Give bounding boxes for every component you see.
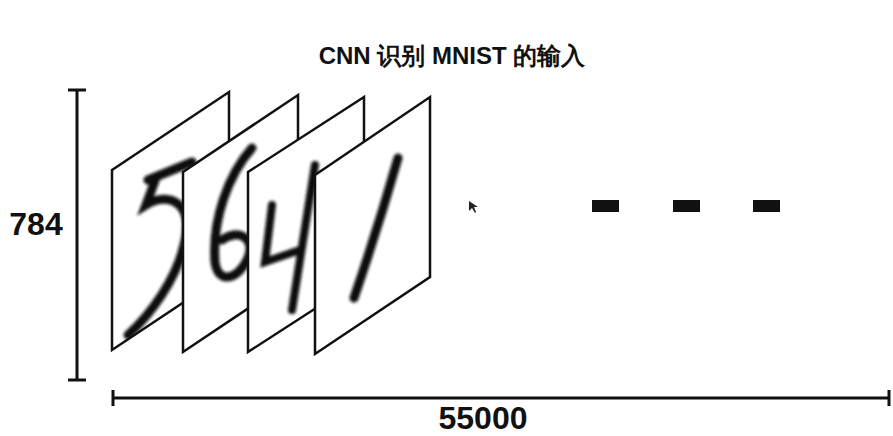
height-dimension	[68, 90, 86, 380]
diagram-title: CNN 识别 MNIST 的输入	[319, 40, 586, 72]
dimension-label: 55000	[439, 400, 528, 436]
digit-image	[215, 148, 252, 277]
mouse-cursor	[469, 201, 478, 213]
image-frame	[315, 97, 430, 354]
ellipsis-dashes	[592, 200, 780, 212]
digit-image	[354, 158, 398, 298]
dimension-label: 784	[9, 206, 62, 243]
digit-image	[265, 165, 315, 310]
